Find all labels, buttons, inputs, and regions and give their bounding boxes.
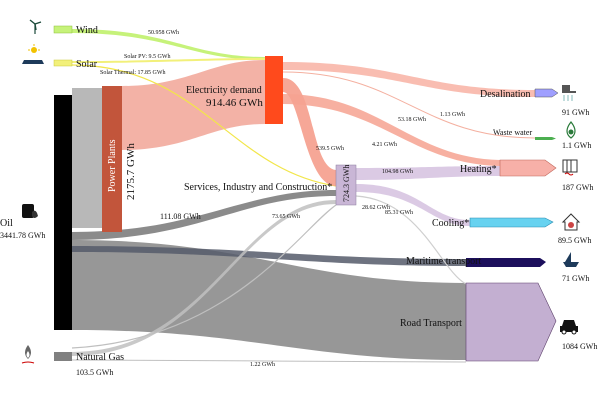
- flow-services-heating: [356, 166, 500, 180]
- node-road-transport: [465, 282, 557, 362]
- solar-thermal-value: Solar Thermal: 17.85 GWh: [100, 70, 166, 76]
- flow-oil-services: [72, 190, 336, 240]
- flow-oil-road: [72, 240, 466, 360]
- node-gas: [54, 352, 72, 361]
- flow-serv-other-value: 28.62 GWh: [362, 205, 390, 211]
- flow-oil-maritime: [72, 246, 466, 266]
- radiator-icon: [562, 159, 578, 176]
- gas-label: Natural Gas: [76, 352, 124, 363]
- desalination-output: 91 GWh: [562, 108, 589, 117]
- flow-gas-road-value: 1.22 GWh: [250, 362, 275, 368]
- ship-icon: [563, 252, 579, 267]
- maritime-label: Maritime transport: [406, 256, 481, 267]
- node-desalination: [534, 88, 559, 98]
- solar-label: Solar: [76, 59, 98, 70]
- maritime-output: 71 GWh: [562, 274, 589, 283]
- road-label: Road Transport: [400, 318, 462, 329]
- flow-gas-thin: [71, 204, 337, 349]
- flow-maritime-output: [466, 258, 546, 267]
- services-value: 724.3 GWh: [342, 165, 351, 202]
- flow-serv-cooling-value: 85.31 GWh: [385, 210, 413, 216]
- power-plants-value: 2175.7 GWh: [125, 143, 137, 200]
- flow-oil-services-value: 111.08 GWh: [160, 212, 201, 221]
- node-cooling: [469, 217, 554, 228]
- node-electricity: [265, 56, 283, 124]
- flow-wind: [72, 29, 265, 60]
- car-icon: [560, 320, 578, 335]
- services-label: Services, Industry and Construction*: [184, 182, 332, 193]
- electricity-label: Electricity demand: [186, 85, 262, 96]
- waste-water-output: 1.1 GWh: [562, 141, 591, 150]
- node-services: [335, 164, 357, 206]
- flow-electricity-heating: [283, 94, 500, 166]
- wind-label: Wind: [76, 25, 98, 36]
- flow-elec-heating-value: 4.21 GWh: [372, 142, 397, 148]
- node-wind: [53, 25, 73, 34]
- house-cooling-icon: [561, 213, 581, 231]
- wind-value: 50.958 GWh: [148, 30, 179, 36]
- node-solar: [53, 59, 73, 67]
- heating-label: Heating*: [460, 164, 497, 175]
- desalination-label: Desalination: [480, 89, 531, 100]
- flow-oil-powerplants: [72, 88, 102, 228]
- water-tap-icon: [562, 85, 576, 101]
- recycle-drop-icon: [566, 121, 576, 139]
- wind-turbine-icon: [29, 19, 42, 34]
- oil-label: Oil: [0, 218, 13, 229]
- oil-barrel-icon: [22, 204, 38, 218]
- node-power-plants: [102, 86, 122, 232]
- node-waste-water: [535, 137, 556, 140]
- flow-elec-services-value: 539.5 GWh: [316, 146, 344, 152]
- flow-gas-services-value: 73.65 GWh: [272, 214, 300, 220]
- node-heating: [499, 159, 557, 177]
- waste-water-label: Waste water: [493, 128, 532, 137]
- gas-flame-icon: [21, 345, 35, 364]
- flow-elec-desal-value: 53.18 GWh: [398, 117, 426, 123]
- flow-solar-thermal: [71, 64, 337, 187]
- flow-elec-waste-value: 1.13 GWh: [440, 112, 465, 118]
- electricity-value: 914.46 GWh: [206, 97, 263, 109]
- flow-services-other: [355, 195, 467, 285]
- heating-output: 187 GWh: [562, 183, 593, 192]
- cooling-label: Cooling*: [432, 218, 469, 229]
- sun-icon: [22, 44, 44, 64]
- road-output: 1084 GWh: [562, 342, 597, 351]
- node-oil: [54, 95, 72, 330]
- flow-services-cooling: [356, 184, 470, 226]
- power-plants-label: Power Plants: [107, 139, 118, 192]
- gas-value: 103.5 GWh: [76, 368, 113, 377]
- oil-value: 3441.78 GWh: [0, 231, 45, 240]
- flow-serv-heating-value: 104.98 GWh: [382, 169, 413, 175]
- cooling-output: 89.5 GWh: [558, 236, 591, 245]
- flow-solar-pv: [72, 58, 265, 63]
- flow-electricity-services: [283, 78, 336, 186]
- flow-electricity-desalination: [283, 62, 535, 97]
- solar-pv-value: Solar PV: 9.5 GWh: [124, 54, 171, 60]
- flow-gas-road: [71, 359, 467, 363]
- flow-electricity-wastewater: [282, 71, 536, 139]
